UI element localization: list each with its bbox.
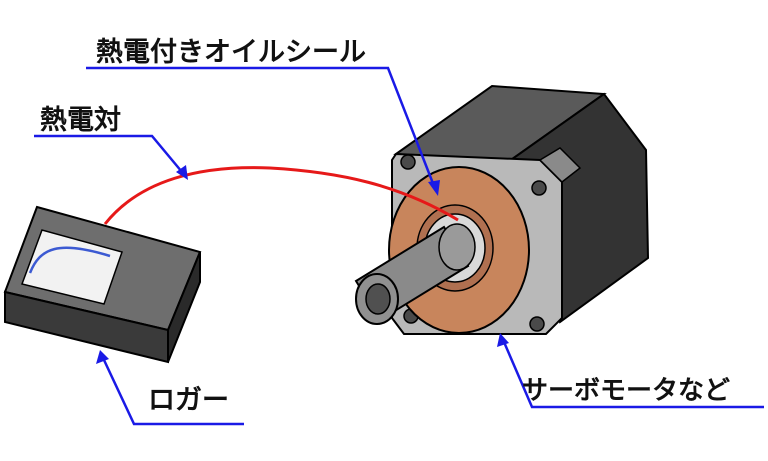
logger-side-face <box>167 251 201 363</box>
motor-flange-side <box>538 147 582 183</box>
thermocouple-wire <box>103 166 459 225</box>
leader-line-thermocouple <box>34 134 183 173</box>
shaft-end-inner <box>438 223 476 271</box>
bolt-hole-bottom-right <box>529 316 545 332</box>
shaft-end-bore <box>365 283 391 315</box>
logger-screen <box>21 229 123 305</box>
leader-lines <box>34 66 764 426</box>
label-thermocouple: 熱電対 <box>40 105 121 136</box>
label-logger: ロガー <box>148 385 229 416</box>
leader-line-servo <box>502 341 764 409</box>
leader-arrow-logger <box>96 350 109 364</box>
leader-arrow-thermocouple <box>176 165 188 180</box>
logger-device <box>3 205 202 364</box>
label-servo-motor: サーボモータなど <box>522 376 731 406</box>
bolt-hole-top-right <box>531 180 547 196</box>
bolt-hole-top-left <box>400 154 416 170</box>
label-oil-seal: 熱電付きオイルシール <box>96 37 366 68</box>
leader-arrow-oil-seal <box>428 180 440 196</box>
leader-line-logger <box>102 359 244 426</box>
leader-arrow-servo <box>497 333 509 347</box>
logger-screen-curve <box>28 246 111 274</box>
leader-line-oil-seal <box>86 66 436 187</box>
servo-motor <box>354 84 650 335</box>
